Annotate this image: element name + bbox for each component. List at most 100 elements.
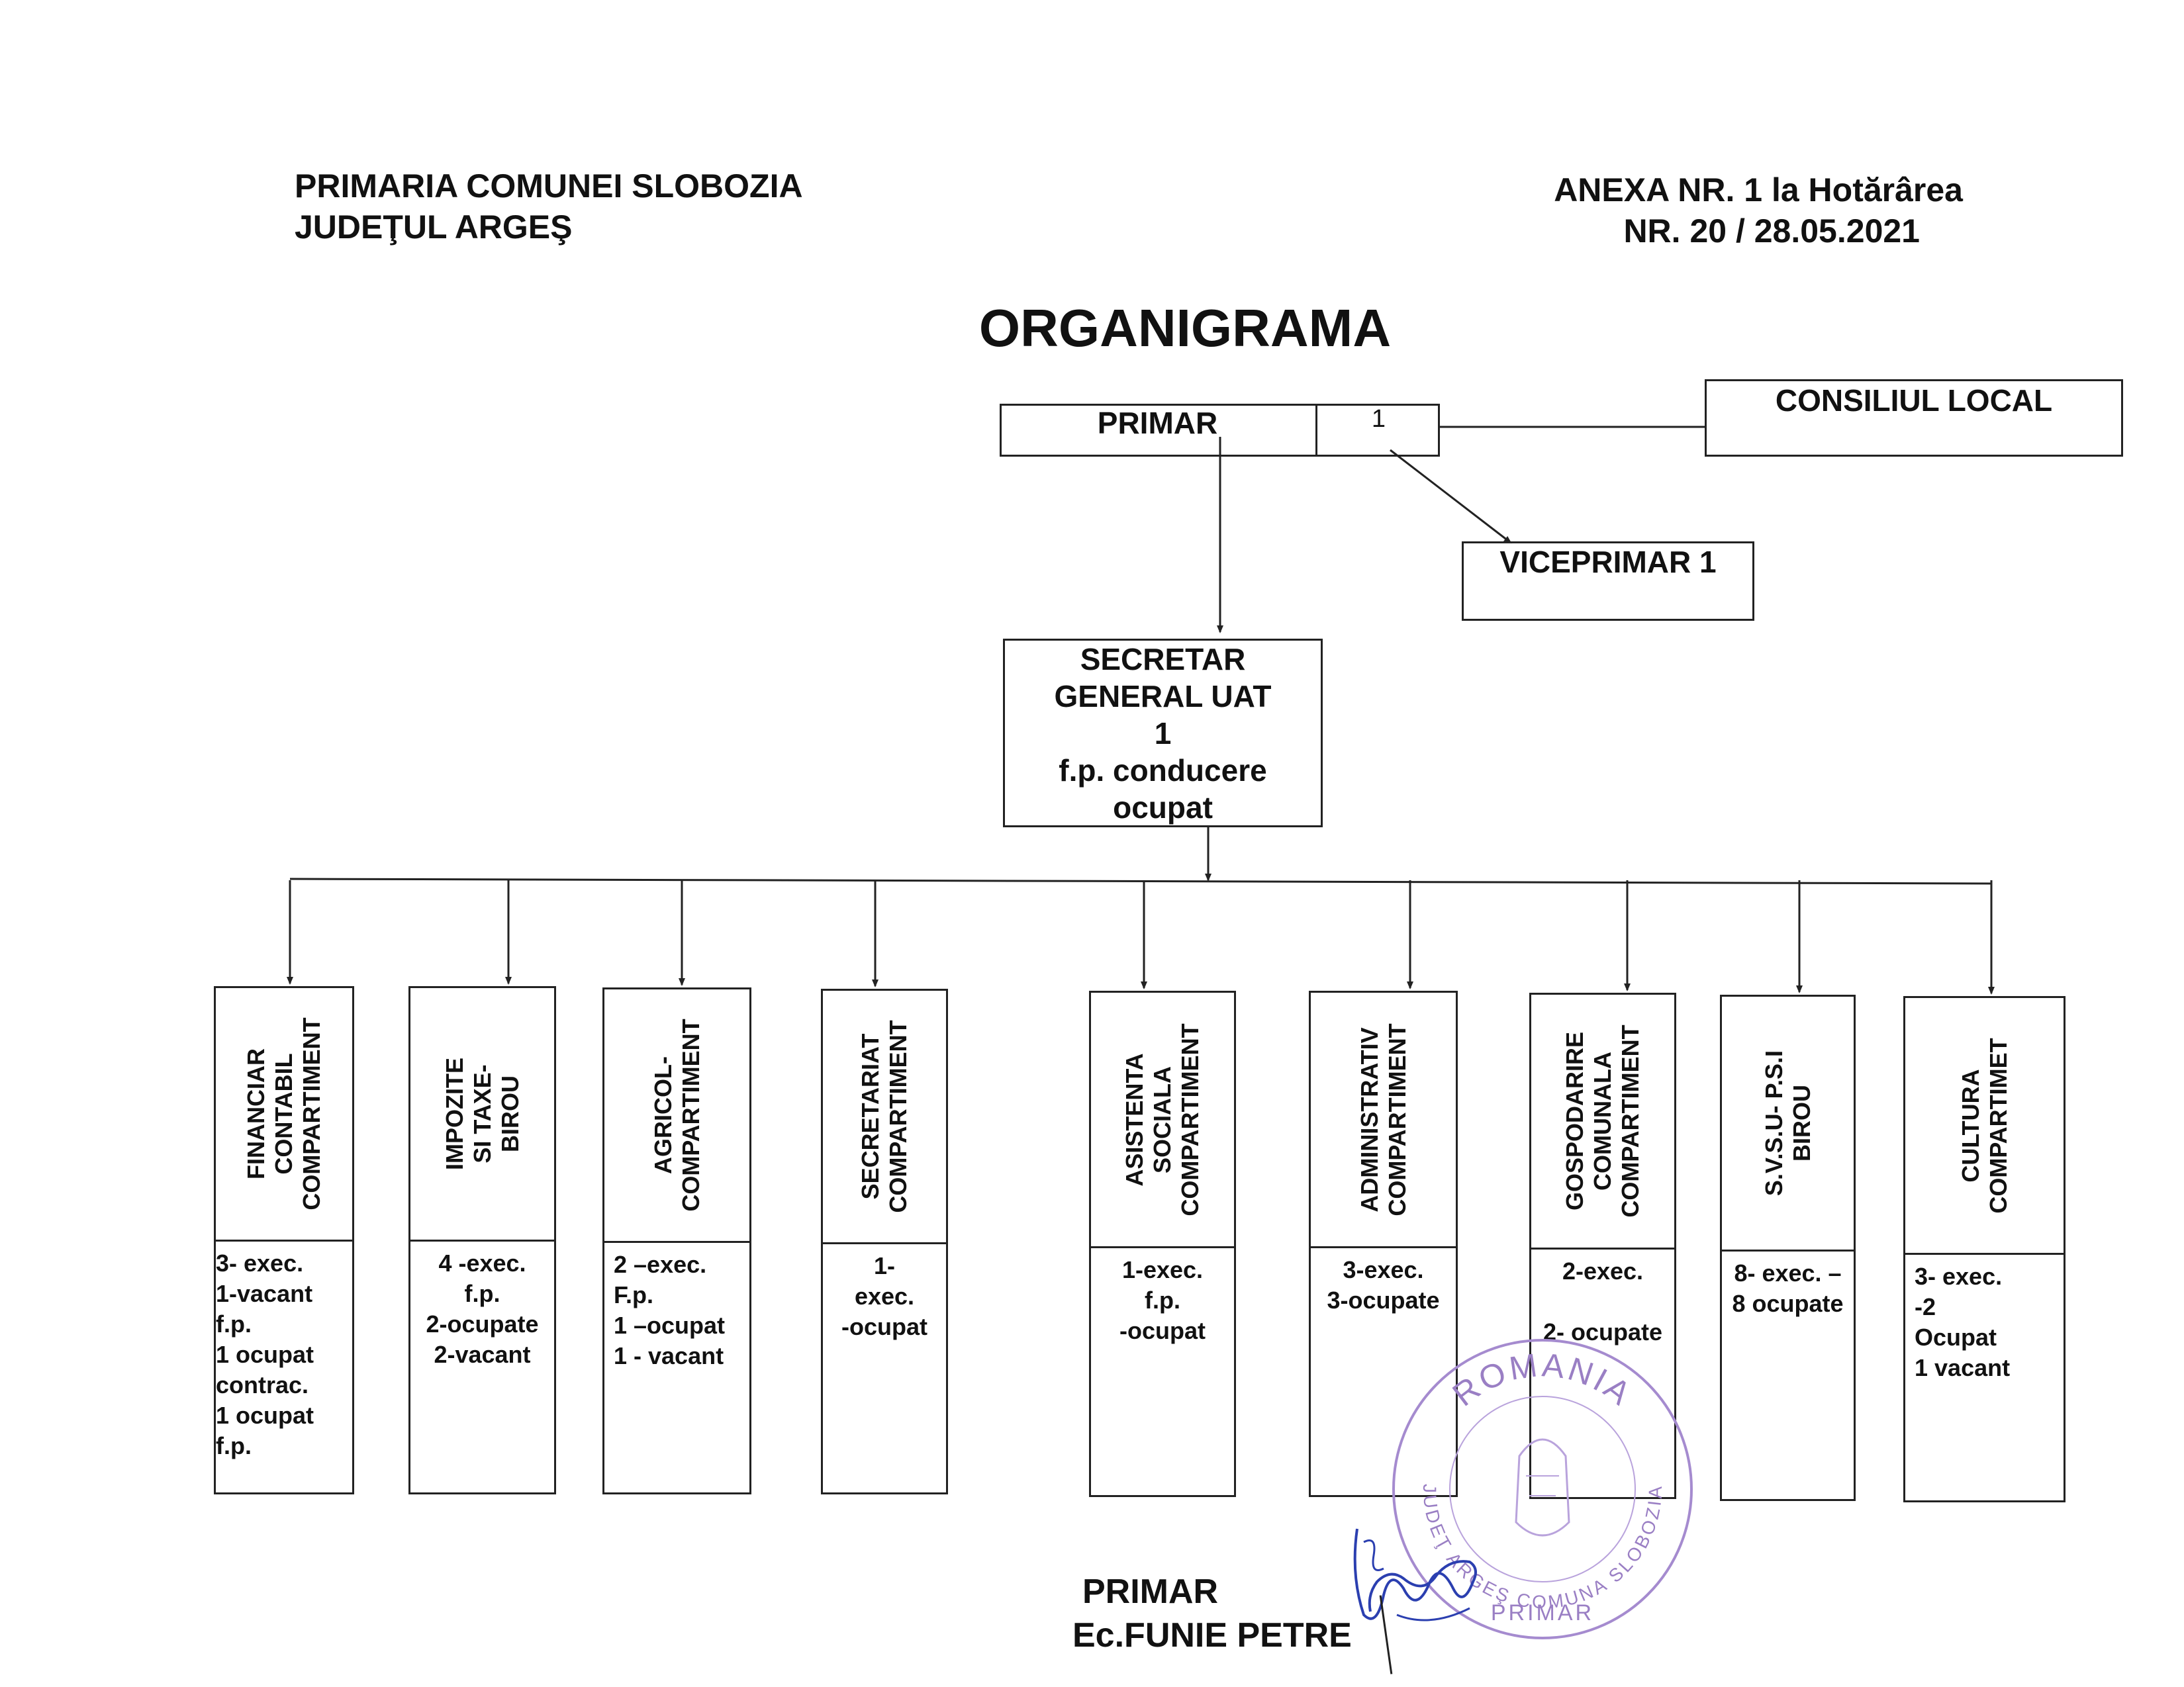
department-staffing-line: 1-vacant [216, 1280, 313, 1307]
secretar-text: SECRETAR GENERAL UAT 1 f.p. conducere oc… [1003, 641, 1323, 826]
department-staffing: 1-exec. f.p. -ocupat [1091, 1248, 1234, 1495]
consiliu-local-label: CONSILIUL LOCAL [1775, 383, 2053, 418]
department-staffing: 3- exec. 1-vacant f.p. 1 ocupat contrac. 1 oc… [216, 1242, 352, 1492]
department-name-line: S.V.S.U- P.S.I [1760, 1050, 1787, 1197]
department-staffing-line: f.p. [1145, 1287, 1180, 1314]
header-left: PRIMARIA COMUNEI SLOBOZIA JUDEŢUL ARGEŞ [295, 165, 803, 248]
department-staffing-line: f.p. [216, 1432, 252, 1459]
secretar-box [1003, 639, 1323, 827]
department-staffing-line: 2-ocupate [426, 1310, 539, 1338]
department-staffing: 8- exec. – 8 ocupate [1722, 1252, 1854, 1499]
secretar-line: ocupat [1113, 790, 1213, 825]
department-name: AGRICOL-COMPARTIMENT [649, 1019, 705, 1211]
department-name-line: SOCIALA [1149, 1066, 1176, 1173]
header-decision-number: NR. 20 / 28.05.2021 [1623, 212, 1920, 250]
department-staffing-line: 1 ocupat [216, 1402, 314, 1429]
secretar-line: 1 [1154, 716, 1172, 751]
department-name-line: BIROU [496, 1075, 524, 1152]
primar-box [1000, 404, 1440, 457]
department-staffing-line: exec. [854, 1283, 915, 1310]
secretar-line: f.p. conducere [1059, 753, 1267, 788]
signature-name: Ec.FUNIE PETRE [1072, 1616, 1352, 1655]
header-county: JUDEŢUL ARGEŞ [295, 208, 573, 246]
department-staffing-line: f.p. [464, 1280, 500, 1307]
header-right: ANEXA NR. 1 la Hotărârea NR. 20 / 28.05.… [1460, 169, 1963, 251]
department-staffing-line: 1 vacant [1915, 1354, 2011, 1381]
department-staffing-line [1531, 1287, 1674, 1317]
department-staffing-line: -ocupat [841, 1313, 927, 1340]
viceprimar-box [1462, 541, 1754, 621]
department-staffing: 1- exec. -ocupat [823, 1244, 946, 1492]
department-name-line: COMPARTIMENT [1617, 1025, 1644, 1218]
department-name-cell: AGRICOL-COMPARTIMENT [604, 989, 749, 1243]
department-staffing-line: 1- [873, 1252, 895, 1279]
department-staffing-line: 1 ocupat [216, 1341, 314, 1368]
header-institution: PRIMARIA COMUNEI SLOBOZIA [295, 167, 803, 205]
department-staffing-line: 2 –exec. [614, 1251, 707, 1278]
viceprimar-label: VICEPRIMAR 1 [1499, 545, 1717, 579]
department-staffing: 3-exec.3-ocupate [1311, 1248, 1456, 1495]
department-name-line: FINANCIAR [242, 1048, 269, 1179]
department-name-line: CULTURA [1956, 1068, 1984, 1183]
secretar-line: GENERAL UAT [1054, 679, 1272, 713]
stamp-center-text: PRIMAR [1491, 1600, 1594, 1625]
official-stamp: ROMANIA JUDEŢ ARGEŞ COMUNA SLOBOZIA PRIM… [1392, 1339, 1693, 1639]
department-name-line: ASISTENTA [1121, 1052, 1148, 1187]
department-name-line: COMPARTIMET [1984, 1037, 2012, 1214]
department-staffing-line: 8- exec. – [1734, 1259, 1842, 1287]
department-staffing-line: -ocupat [1119, 1317, 1206, 1344]
consiliu-local-box [1705, 379, 2123, 457]
header-annex: ANEXA NR. 1 la Hotărârea [1554, 171, 1963, 208]
department-name-line: COMUNALA [1589, 1052, 1616, 1191]
department-staffing-line: -2 [1915, 1293, 1936, 1320]
department-staffing-line: 1-exec. [1121, 1256, 1204, 1283]
department-staffing-line: F.p. [614, 1281, 653, 1308]
department-staffing-line: 3- exec. [1915, 1263, 2003, 1290]
secretar-line: SECRETAR [1080, 642, 1246, 676]
department-name-line: COMPARTIMENT [298, 1017, 325, 1210]
department-name-line: COMPARTIMENT [884, 1020, 912, 1213]
department-name-line: COMPARTIMENT [1383, 1023, 1411, 1216]
department-name-line: SI TAXE- [468, 1064, 496, 1163]
department-name-line: SECRETARIAT [857, 1033, 884, 1200]
department-name-line: AGRICOL- [649, 1056, 677, 1174]
department-staffing-line: 8 ocupate [1732, 1290, 1844, 1317]
department-staffing-line: 3- exec. [216, 1250, 304, 1277]
primar-label: PRIMAR [1097, 406, 1218, 440]
signature-role: PRIMAR [1082, 1573, 1219, 1611]
department-staffing-line: 3-ocupate [1327, 1287, 1440, 1314]
department-name-line: ADMINISTRATIV [1355, 1026, 1383, 1212]
page-title: ORGANIGRAMA [978, 298, 1392, 357]
department-staffing-line: Ocupat [1915, 1324, 1997, 1351]
primar-box-divider [1315, 404, 1317, 457]
department-name-line: GOSPODARIRE [1561, 1031, 1588, 1211]
department-staffing-line: 4 -exec. [438, 1250, 526, 1277]
department-staffing-line: contrac. [216, 1371, 309, 1398]
